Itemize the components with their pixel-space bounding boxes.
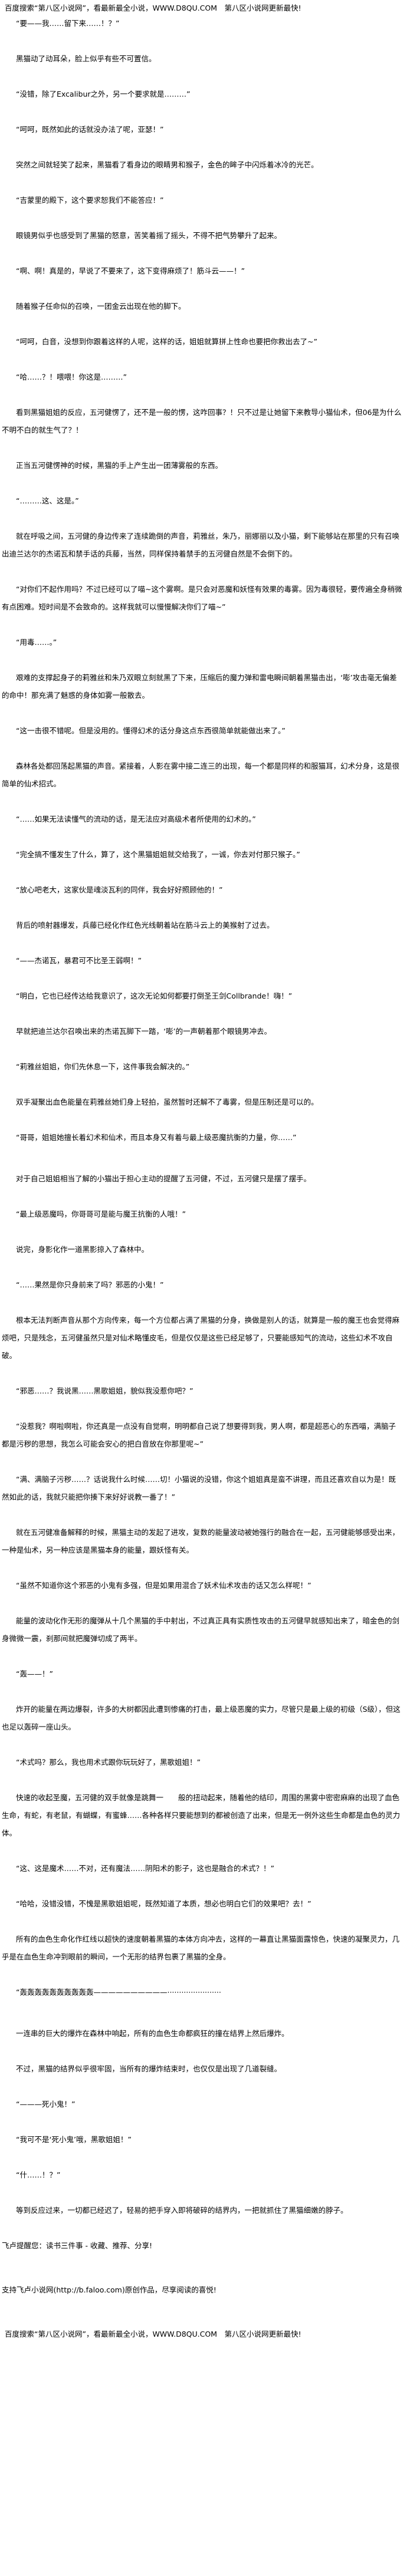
story-paragraph: 背后的喷射器爆发，兵藤已经化作红色光线朝着站在筋斗云上的美猴射了过去。 — [16, 921, 274, 930]
story-paragraph: 随着猴子任命似的召唤，一团金云出现在他的脚下。 — [16, 302, 186, 311]
story-paragraph: “我可不是‘死小鬼’哦，黑歌姐姐！” — [16, 2135, 132, 2144]
story-paragraph: 对于自己姐姐相当了解的小猫出于担心主动的提醒了五河健，不过，五河健只是摆了摆手。 — [16, 1174, 312, 1183]
story-paragraph: 一连串的巨大的爆炸在森林中响起，所有的血色生命都疯狂的撞在结界上然后爆炸。 — [16, 2029, 289, 2038]
story-paragraph: “明白，它也已经传达给我意识了，这次无论如何都要打倒圣王剑Collbrande！… — [16, 991, 293, 1000]
story-paragraph: “对你们不起作用吗？不过已经可以了喵~这个雾啊。是只会对恶魔和妖怪有效果的毒雾。… — [2, 585, 402, 611]
story-paragraph: “………这、这是。” — [16, 496, 79, 505]
story-paragraph: 说完，身影化作一道黑影掠入了森林中。 — [16, 1245, 149, 1254]
story-paragraph: “要——我……留下来……！？” — [16, 19, 120, 28]
story-paragraph: “术式吗？那么，我也用术式跟你玩玩好了，黑歌姐姐！” — [16, 1758, 201, 1767]
story-paragraph: “吉蒙里的殿下，这个要求恕我们不能答应！” — [16, 196, 164, 205]
story-paragraph: “最上级恶魔吗，你哥哥可是能与魔王抗衡的人哦！” — [16, 1210, 186, 1218]
story-paragraph: 黑猫动了动耳朵，脸上似乎有些不可置信。 — [16, 54, 156, 63]
story-paragraph: 等到反应过来，一切都已经迟了，轻易的把手穿入即将破碎的结界内，一把就抓住了黑猫细… — [16, 2206, 348, 2215]
support-note: 支持飞卢小说网(http://b.faloo.com)原创作品，尽享阅读的喜悦! — [2, 2285, 217, 2294]
story-paragraph: “莉雅丝姐姐，你们先休息一下，这件事我会解决的。” — [16, 1062, 190, 1071]
story-paragraph: “放心吧老大，这家伙是魂淡瓦利的同伴，我会好好照顾他的！” — [16, 885, 223, 894]
story-paragraph: “这一击很不错呢。但是没用的。懂得幻术的话分身这点东西很简单就能做出来了。” — [16, 726, 286, 735]
story-paragraph: 艰难的支撑起身子的莉雅丝和朱乃双眼立刻就黑了下来，压缩后的魔力弹和雷电瞬间朝着黑… — [2, 673, 397, 700]
story-paragraph: 不过，黑猫的结界似乎很牢固，当所有的爆炸结束时，也仅仅是出现了几道裂缝。 — [16, 2064, 282, 2073]
story-paragraph: 能量的波动化作无形的魔弹从十几个黑猫的手中射出，不过真正具有实质性攻击的五河健早… — [2, 1616, 400, 1643]
site-banner-top: 百度搜索“第八区小说网”，看最新最全小说，WWW.D8QU.COM 第八区小说网… — [5, 4, 301, 12]
story-paragraph: “邪恶……？我说黑……黑歌姐姐，貌似我没惹你吧？” — [16, 1386, 194, 1395]
story-paragraph: 炸开的能量在两边爆裂，许多的大树都因此遭到惨痛的打击，最上级恶魔的实力，尽管只是… — [2, 1705, 401, 1731]
story-paragraph: 根本无法判断声音从那个方向传来，每一个方位都占满了黑猫的分身，换做是别人的话，就… — [2, 1316, 400, 1360]
story-paragraph: 突然之间就轻笑了起来，黑猫看了看身边的眼睛男和猴子，金色的眸子中闪烁着冰冷的光芒… — [16, 160, 319, 169]
story-paragraph: 森林各处都回荡起黑猫的声音。紧接着，人影在雾中接二连三的出现，每一个都是同样的和… — [2, 762, 400, 788]
story-paragraph: 看到黑猫姐姐的反应，五河健愣了，还不是一般的愣，这咋回事？！只不过是让她留下来教… — [2, 408, 402, 434]
story-paragraph: “……果然是你只身前来了吗？邪恶的小鬼！” — [16, 1280, 164, 1289]
story-paragraph: “呵呵，白音，没想到你跟着这样的人呢，这样的话，姐姐就算拼上性命也要把你救出去了… — [16, 337, 317, 346]
story-paragraph: 就在五河健准备解释的时候，黑猫主动的发起了进攻，复数的能量波动被她强行的融合在一… — [2, 1528, 400, 1554]
story-paragraph: 双手凝聚出血色能量在莉雅丝她们身上轻拍，虽然暂时还解不了毒雾，但是压制还是可以的… — [16, 1098, 319, 1106]
story-paragraph: “哈哈，没错没错，不愧是黑歌姐姐呢，既然知道了本质，想必也明白它们的效果吧？去！… — [16, 1899, 312, 1908]
story-paragraph: 眼镜男似乎也感受到了黑猫的怒意，苦笑着摇了摇头，不得不把气势攀升了起来。 — [16, 231, 282, 240]
story-paragraph: “满、满脑子污秽……？话说我什么时候……切！小猫说的没错，你这个姐姐真是蛮不讲理… — [2, 1475, 396, 1501]
chapter-text: “要——我……留下来……！？” 黑猫动了动耳朵，脸上似乎有些不可置信。 “没错，除了… — [0, 15, 413, 2219]
story-paragraph: 快速的收起圣魔，五河健的双手就像是跳舞一 般的扭动起来，随着他的结印，周围的黑雾… — [2, 1793, 401, 1837]
story-paragraph: “什……！？” — [16, 2170, 61, 2179]
story-paragraph: “……如果无法读懂气的流动的话，是无法应对高级术者所使用的幻术的。” — [16, 815, 256, 823]
story-paragraph: “没错，除了Excalibur之外，另一个要求就是………” — [16, 90, 191, 98]
story-paragraph: “———死小鬼！” — [16, 2100, 76, 2109]
story-paragraph: “用毒……。” — [16, 638, 57, 647]
story-paragraph: “这、这是魔术……不对，还有魔法……阴阳术的影子，这也是融合的术式？！” — [16, 1864, 274, 1873]
story-paragraph: 所有的血色生命化作红线以超快的速度朝着黑猫的本体方向冲去，这样的一幕直让黑猫面露… — [2, 1935, 400, 1961]
story-paragraph: “哈……？！喂喂！你这是………” — [16, 373, 127, 381]
story-paragraph: “轰轰轰轰轰轰轰轰轰轰——————————···················… — [16, 1988, 221, 1997]
story-paragraph: 正当五河健愣神的时候，黑猫的手上产生出一团薄雾般的东西。 — [16, 461, 223, 470]
story-paragraph: 早就把迪兰达尔召唤出来的杰诺瓦脚下一踏，‘嘭’的一声朝着那个眼镜男冲去。 — [16, 1027, 271, 1036]
reading-reminder: 飞卢提醒您：读书三件事 - 收藏、推荐、分享! — [2, 2241, 152, 2250]
story-paragraph: “虽然不知道你这个邪恶的小鬼有多强，但是如果用混合了妖术仙术攻击的话又怎么样呢！… — [16, 1581, 312, 1590]
site-banner-bottom: 百度搜索“第八区小说网”，看最新最全小说，WWW.D8QU.COM 第八区小说网… — [5, 2330, 301, 2338]
story-paragraph: “哥哥，姐姐她擅长着幻术和仙术，而且本身又有着与最上级恶魔抗衡的力量，你……” — [16, 1133, 297, 1142]
story-paragraph: “啊、啊！真是的，早说了不要来了，这下变得麻烦了！筋斗云——！” — [16, 266, 245, 275]
story-paragraph: 就在呼吸之间，五河健的身边传来了连续跪倒的声音，莉雅丝，朱乃，丽娜丽以及小猫，剩… — [2, 532, 400, 558]
story-paragraph: “轰——！” — [16, 1669, 53, 1678]
chapter-footer: 飞卢提醒您：读书三件事 - 收藏、推荐、分享! 支持飞卢小说网(http://b… — [0, 2237, 413, 2299]
story-paragraph: “完全搞不懂发生了什么，算了，这个黑猫姐姐就交给我了，一诚，你去对付那只猴子。” — [16, 850, 300, 859]
story-paragraph: “呵呵，既然如此的话就没办法了呢，亚瑟！” — [16, 125, 164, 134]
story-paragraph: “——杰诺瓦，暴君可不比圣王弱啊！” — [16, 956, 142, 965]
story-paragraph: “没惹我？啊啦啊啦，你还真是一点没有自觉啊，明明都自己说了想要得到我，男人啊，都… — [2, 1422, 396, 1448]
